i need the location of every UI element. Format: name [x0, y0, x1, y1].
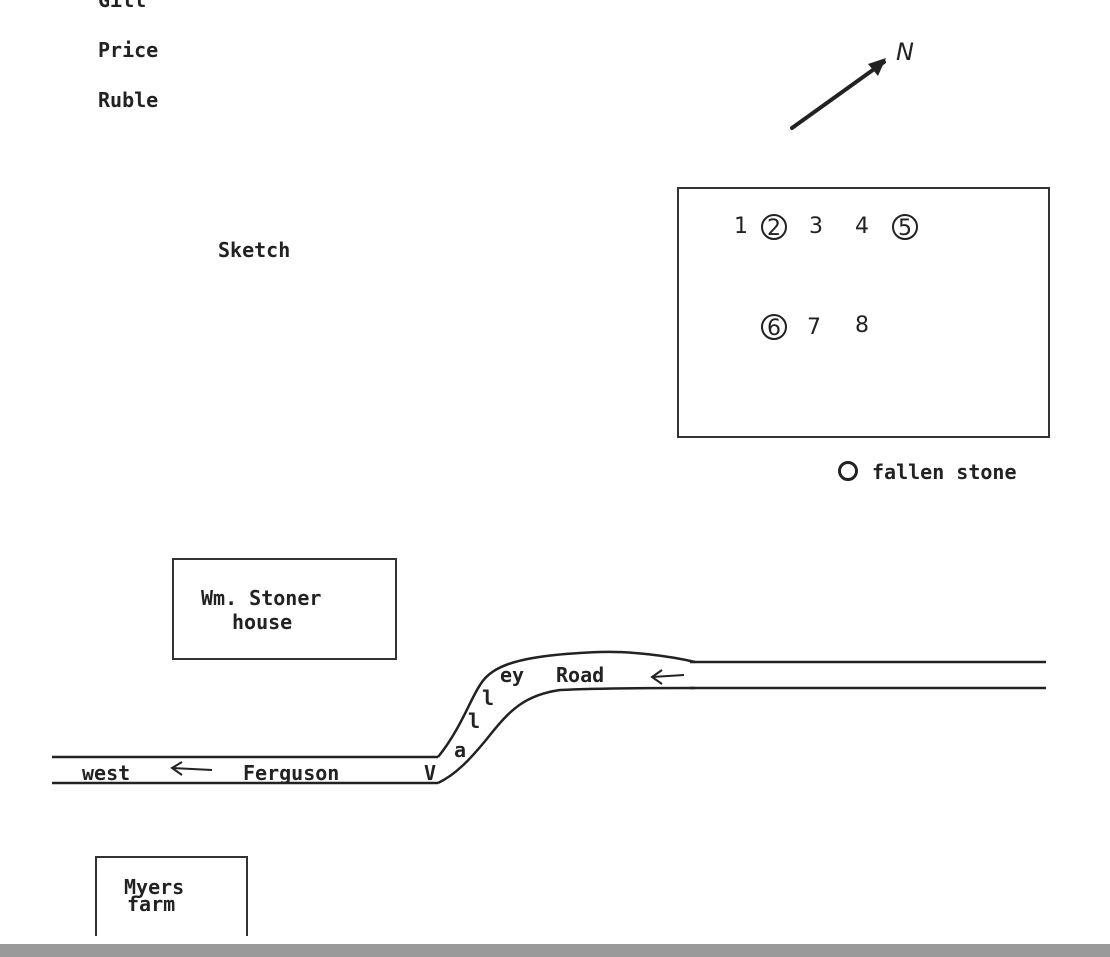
stone-8: 8 [855, 313, 869, 338]
name-price: Price [98, 38, 159, 62]
legend-fallen-stone-label: fallen stone [872, 460, 1017, 484]
name-ruble: Ruble [98, 88, 159, 112]
stone-7: 7 [807, 315, 821, 340]
road-arrow-icon [650, 669, 685, 685]
ferguson-valley-road [52, 650, 1046, 785]
north-arrow-icon [790, 58, 886, 130]
name-gill: Gill [98, 0, 147, 12]
stone-4: 4 [855, 214, 869, 239]
west-arrow-icon [170, 761, 213, 776]
stone-1: 1 [734, 214, 748, 239]
legend-fallen-stone-icon [838, 461, 858, 481]
north-label: N [896, 38, 914, 66]
road-label-valley-a: a [454, 738, 467, 762]
stoner-house-box [172, 558, 397, 660]
stone-2-fallen: 2 [761, 214, 787, 241]
stone-3: 3 [809, 214, 823, 239]
road-label-west: west [82, 761, 131, 785]
scan-edge [0, 944, 1110, 957]
stoner-house-line1: Wm. Stoner [201, 586, 322, 610]
road-label-road: Road [556, 663, 605, 687]
myers-farm-line2: farm [127, 892, 176, 916]
myers-farm-box [95, 856, 248, 936]
myers-farm-line1: Myers [124, 875, 185, 899]
road-label-ferguson: Ferguson [243, 761, 340, 785]
road-label-valley-l2: l [482, 686, 495, 710]
stone-plan-box [677, 187, 1050, 438]
sketch-label: Sketch [218, 238, 291, 262]
road-label-valley-v: V [424, 761, 437, 785]
road-label-valley-l1: l [468, 709, 481, 733]
road-label-valley-ey: ey [500, 663, 525, 687]
stoner-house-line2: house [232, 610, 293, 634]
stone-6-fallen: 6 [761, 314, 787, 341]
stone-5-fallen: 5 [892, 214, 918, 241]
